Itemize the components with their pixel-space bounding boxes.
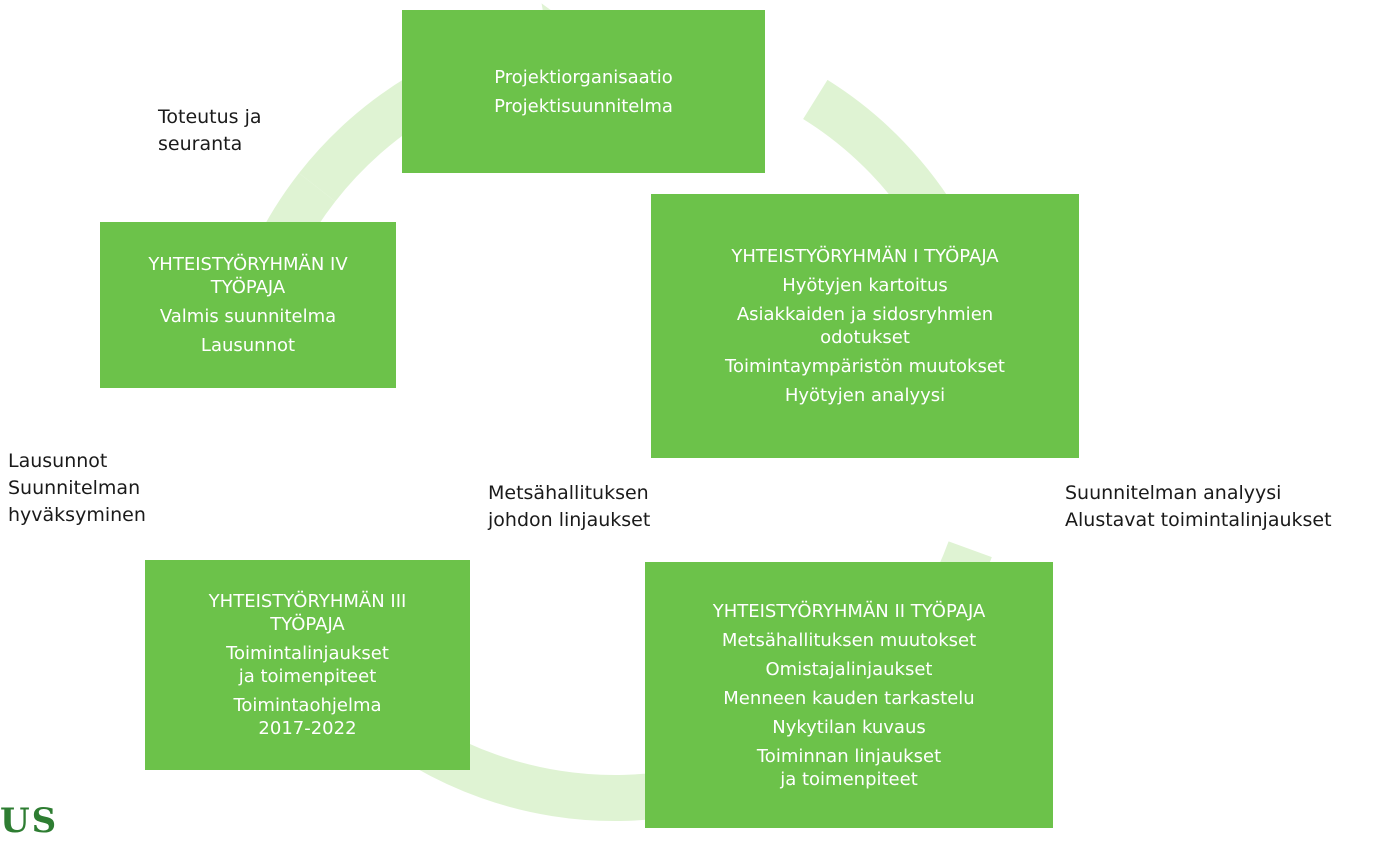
box-workshop-3-title: YHTEISTYÖRYHMÄN III TYÖPAJA bbox=[208, 591, 407, 635]
logo-fragment: US bbox=[0, 801, 59, 841]
box-workshop-1-line-2: Asiakkaiden ja sidosryhmien odotukset bbox=[736, 304, 994, 348]
box-workshop-3-line-2: Toimintaohjelma 2017-2022 bbox=[233, 695, 382, 739]
label-management-guidelines: Metsähallituksen johdon linjaukset bbox=[488, 482, 651, 531]
box-workshop-2-title: YHTEISTYÖRYHMÄN II TYÖPAJA bbox=[712, 600, 986, 622]
box-workshop-1-line-1: Hyötyjen kartoitus bbox=[782, 275, 948, 296]
box-top-line-2: Projektisuunnitelma bbox=[494, 95, 673, 117]
box-top-line-1: Projektiorganisaatio bbox=[494, 66, 673, 88]
box-workshop-2: YHTEISTYÖRYHMÄN II TYÖPAJA Metsähallituk… bbox=[645, 562, 1053, 828]
box-workshop-4-line-2: Lausunnot bbox=[200, 335, 296, 356]
box-workshop-2-line-1: Metsähallituksen muutokset bbox=[721, 629, 977, 651]
label-implementation-monitoring: Toteutus ja seuranta bbox=[158, 106, 262, 155]
box-workshop-1-title: YHTEISTYÖRYHMÄN I TYÖPAJA bbox=[731, 246, 999, 267]
box-workshop-2-line-2: Omistajalinjaukset bbox=[765, 658, 933, 680]
box-project-organisation: Projektiorganisaatio Projektisuunnitelma bbox=[402, 10, 765, 173]
box-workshop-4-title: YHTEISTYÖRYHMÄN IV TYÖPAJA bbox=[148, 254, 348, 298]
label-plan-analysis: Suunnitelman analyysi Alustavat toiminta… bbox=[1065, 482, 1332, 531]
box-workshop-1-line-3: Toimintaympäristön muutokset bbox=[725, 356, 1005, 377]
label-statements-approval: Lausunnot Suunnitelman hyväksyminen bbox=[8, 450, 146, 526]
box-workshop-2-line-3: Menneen kauden tarkastelu bbox=[723, 687, 975, 709]
box-workshop-3-line-1: Toimintalinjaukset ja toimenpiteet bbox=[226, 643, 389, 687]
box-workshop-4: YHTEISTYÖRYHMÄN IV TYÖPAJA Valmis suunni… bbox=[100, 222, 396, 388]
box-workshop-3: YHTEISTYÖRYHMÄN III TYÖPAJA Toimintalinj… bbox=[145, 560, 470, 770]
box-workshop-2-line-5: Toiminnan linjaukset ja toimenpiteet bbox=[756, 745, 942, 790]
ring-segment-3 bbox=[414, 727, 699, 821]
box-workshop-2-line-4: Nykytilan kuvaus bbox=[772, 716, 926, 738]
box-workshop-4-line-1: Valmis suunnitelma bbox=[159, 306, 337, 327]
box-workshop-1: YHTEISTYÖRYHMÄN I TYÖPAJA Hyötyjen karto… bbox=[651, 194, 1079, 458]
box-workshop-1-line-4: Hyötyjen analyysi bbox=[784, 385, 946, 406]
